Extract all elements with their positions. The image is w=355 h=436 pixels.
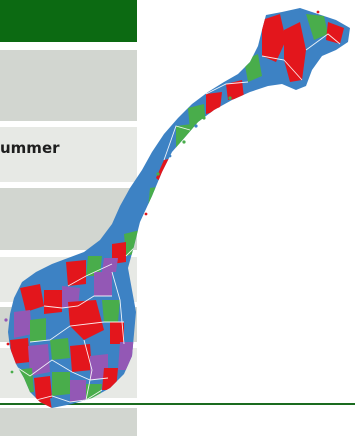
municipality-region <box>150 206 172 240</box>
municipality-region <box>148 186 164 208</box>
island-dot <box>202 116 206 120</box>
municipality-region <box>306 14 328 40</box>
island-dot <box>228 96 232 100</box>
divider-line <box>0 403 355 405</box>
municipality-region <box>10 338 30 364</box>
municipality-region <box>28 344 50 376</box>
municipality-region <box>52 372 70 396</box>
island-dot <box>298 8 302 12</box>
municipality-region <box>102 300 120 322</box>
municipality-region <box>118 342 134 370</box>
municipality-region <box>70 380 86 402</box>
municipality-region <box>14 310 32 338</box>
municipality-region <box>30 318 46 342</box>
municipality-region <box>86 256 102 276</box>
municipality-region <box>68 300 104 340</box>
municipality-region <box>110 322 124 344</box>
island-dot <box>182 140 186 144</box>
table-row <box>0 408 137 436</box>
municipality-region <box>284 22 306 82</box>
municipality-region <box>20 284 44 312</box>
island-dot <box>168 154 172 158</box>
island-dot <box>316 10 320 14</box>
island-dot <box>6 342 10 346</box>
municipality-region <box>36 398 52 408</box>
table-row: ummer <box>0 127 137 182</box>
municipality-region <box>34 376 52 400</box>
island-dot <box>216 104 220 108</box>
island-dot <box>234 90 238 94</box>
island-dot <box>194 124 198 128</box>
municipality-region <box>94 272 112 296</box>
island-dot <box>156 172 160 176</box>
municipality-region <box>226 80 244 100</box>
coastal-islands <box>4 8 320 374</box>
column-label: ummer <box>0 139 60 157</box>
municipality-region <box>50 338 70 360</box>
island-dot <box>144 212 148 216</box>
table-header-bar <box>0 0 137 42</box>
municipality-region <box>124 230 142 256</box>
municipality-region <box>102 368 118 390</box>
table-row <box>0 50 137 121</box>
island-dot <box>146 194 150 198</box>
municipality-region <box>66 260 86 286</box>
island-dot <box>10 370 14 374</box>
municipality-region <box>326 22 344 44</box>
municipality-region <box>16 368 34 394</box>
island-dot <box>4 318 8 322</box>
municipality-region <box>176 124 192 148</box>
municipality-region <box>206 92 222 114</box>
municipality-region <box>44 290 62 314</box>
municipality-region <box>262 14 286 62</box>
